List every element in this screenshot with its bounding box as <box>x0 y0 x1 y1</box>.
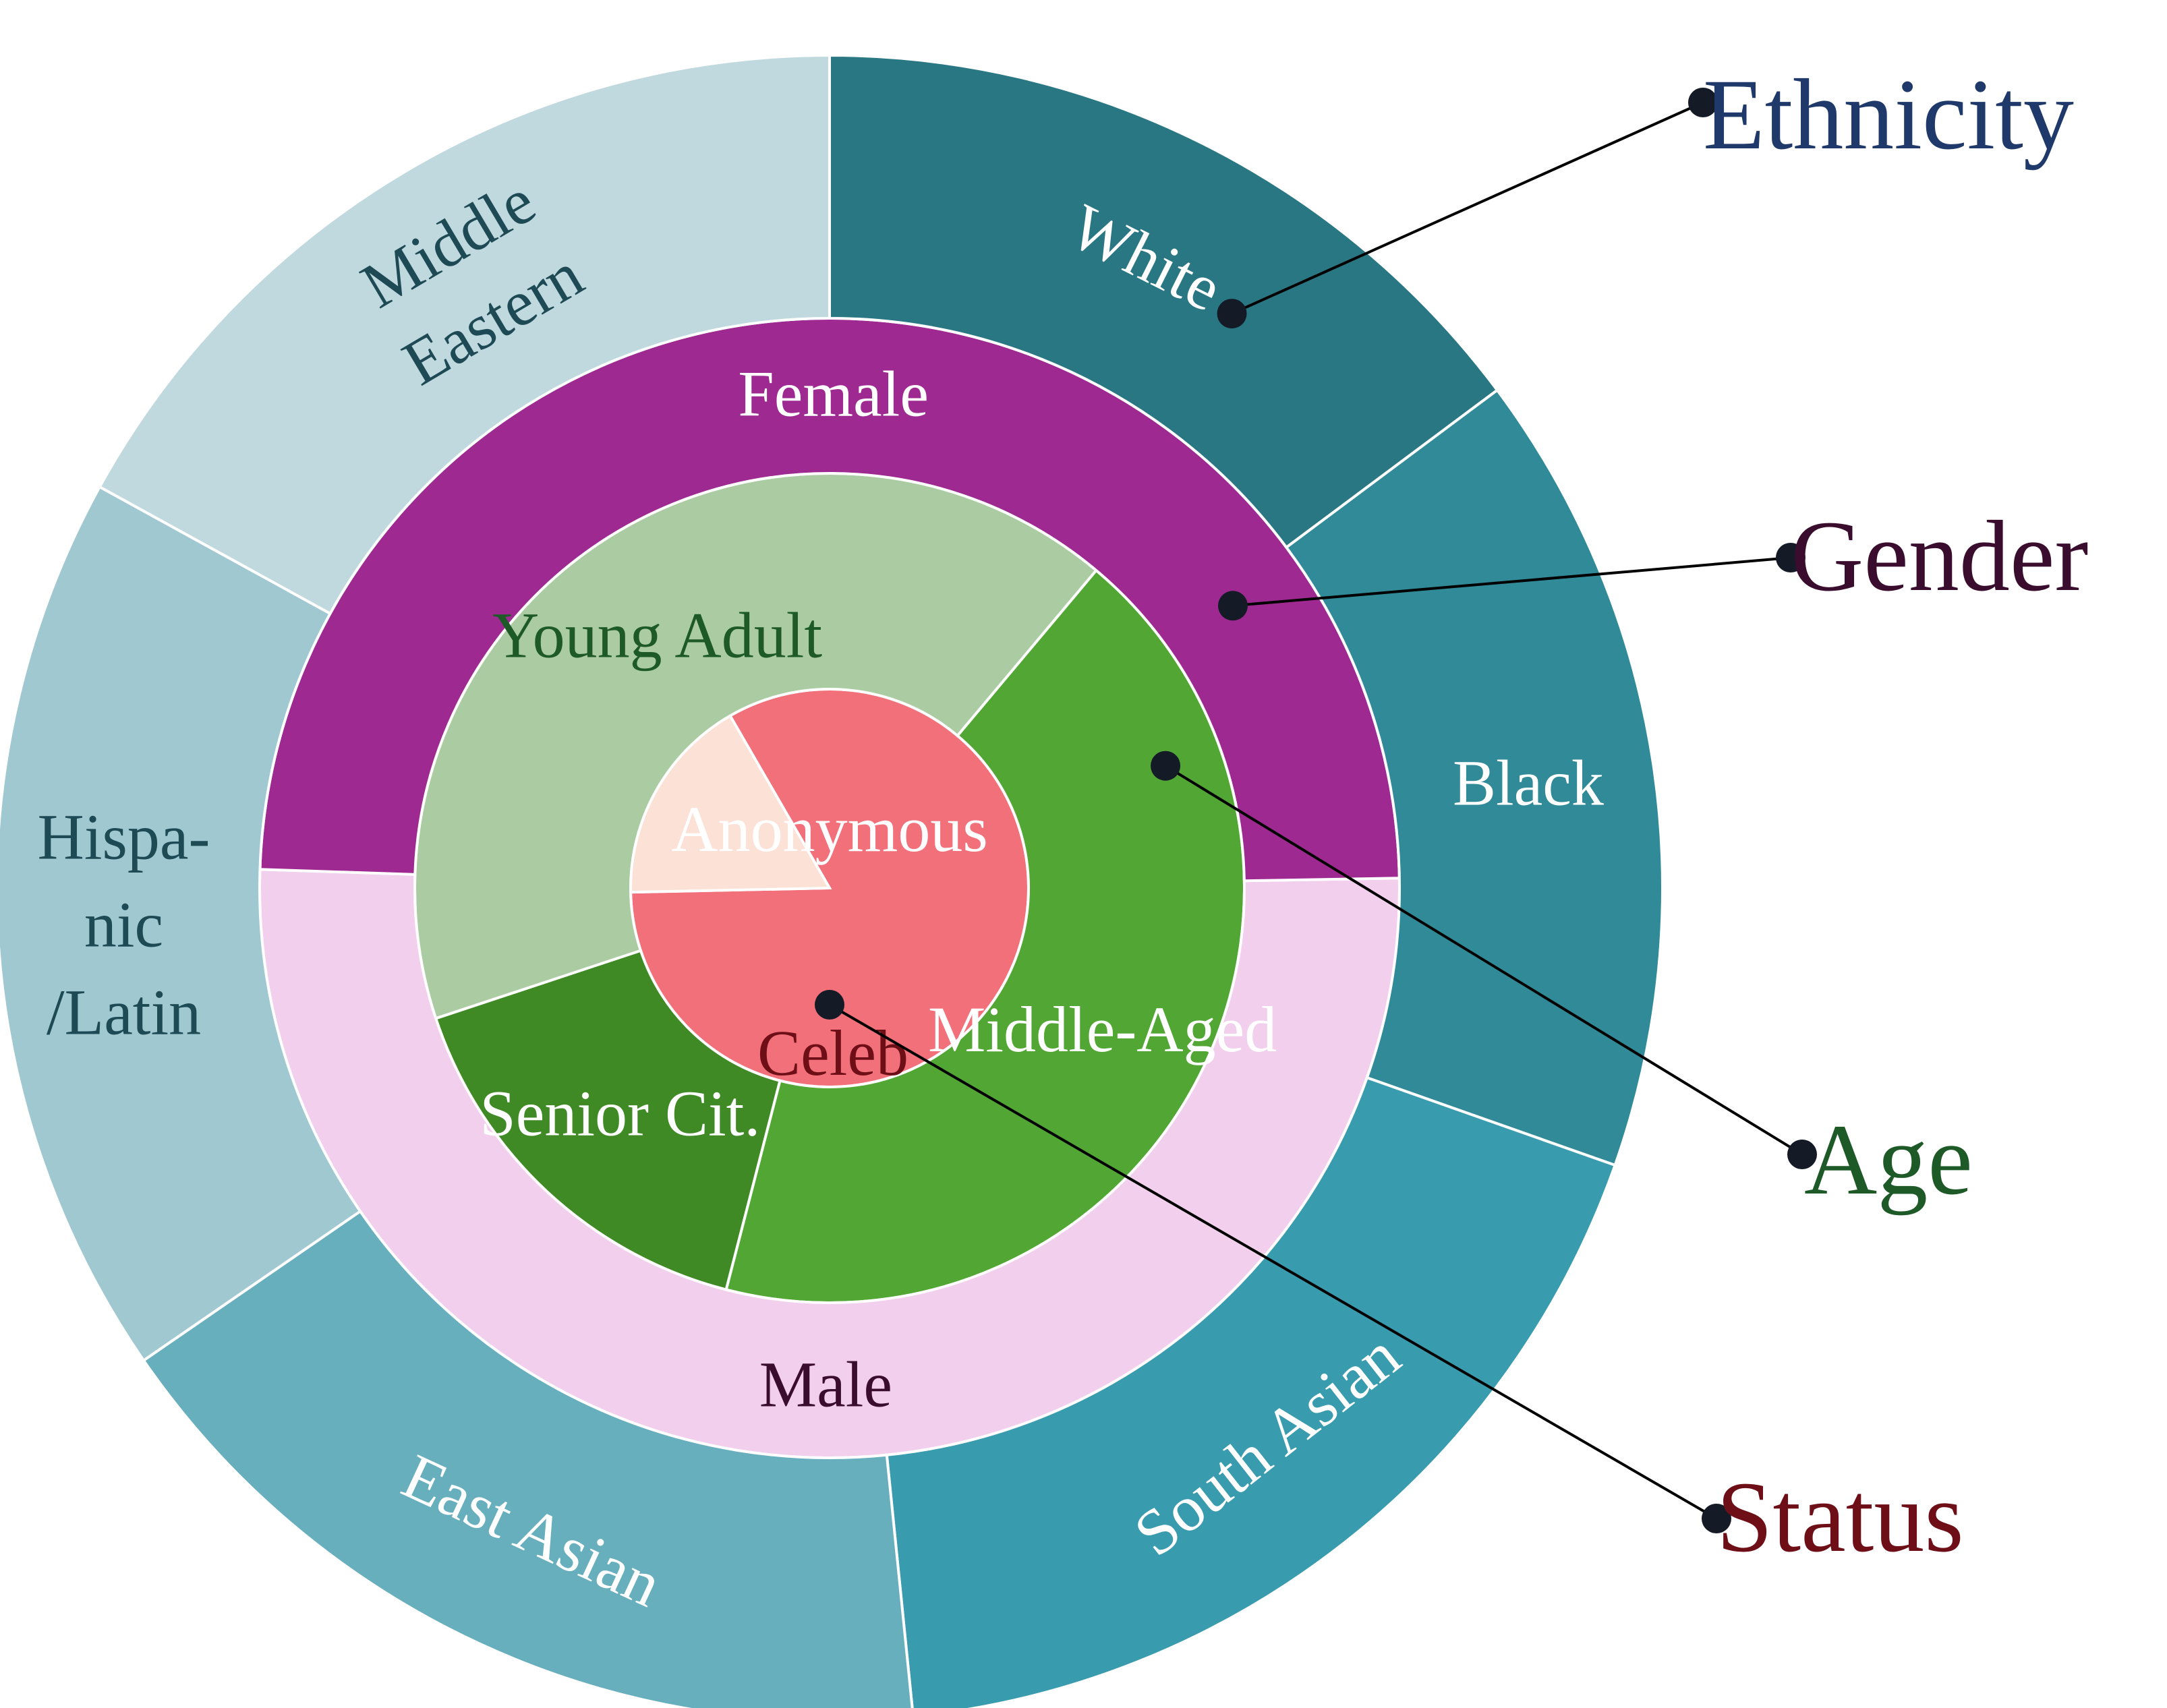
legend-label-age: Age <box>1804 1104 1973 1216</box>
segment-ethnicity-white <box>828 53 1499 550</box>
legend-label-ethnicity: Ethnicity <box>1703 59 2074 171</box>
segment-ethnicity-east-asian <box>142 1209 914 1708</box>
label-hispa-nic-latin: Hispa-nic/Latin <box>38 801 210 1049</box>
callout-end-dot-status <box>1702 1504 1731 1533</box>
segment-ethnicity-hispa-nic-latin <box>0 485 362 1363</box>
sunburst-rings <box>0 53 1664 1708</box>
callout-end-dot-age <box>1787 1140 1817 1169</box>
callout-anchor-dot-ethnicity <box>1217 299 1247 329</box>
callout-anchor-dot-status <box>815 990 844 1020</box>
label-middle-aged: Middle-Aged <box>928 993 1277 1065</box>
callout-anchor-dot-age <box>1151 750 1181 781</box>
legend-label-gender: Gender <box>1791 500 2088 612</box>
label-celeb: Celeb <box>757 1017 908 1089</box>
label-black: Black <box>1453 747 1604 819</box>
label-female: Female <box>738 357 929 430</box>
callout-line-age <box>1164 765 1803 1156</box>
callout-line-status <box>828 1003 1718 1520</box>
label-senior-cit: Senior Cit. <box>480 1077 760 1149</box>
segment-ethnicity-south-asian <box>885 1076 1617 1708</box>
segment-ethnicity-black <box>1284 388 1664 1167</box>
label-male: Male <box>759 1349 892 1421</box>
segment-ethnicity-middle-eastern <box>98 53 831 616</box>
callout-line-ethnicity <box>1231 101 1704 315</box>
callout-end-dot-gender <box>1776 543 1805 572</box>
callout-line-gender <box>1232 556 1791 608</box>
legend-label-status: Status <box>1716 1461 1964 1573</box>
label-young-adult: Young Adult <box>492 599 822 671</box>
callout-end-dot-ethnicity <box>1688 88 1718 117</box>
label-anonymous: Anonymous <box>671 793 987 865</box>
callout-anchor-dot-gender <box>1217 591 1248 621</box>
